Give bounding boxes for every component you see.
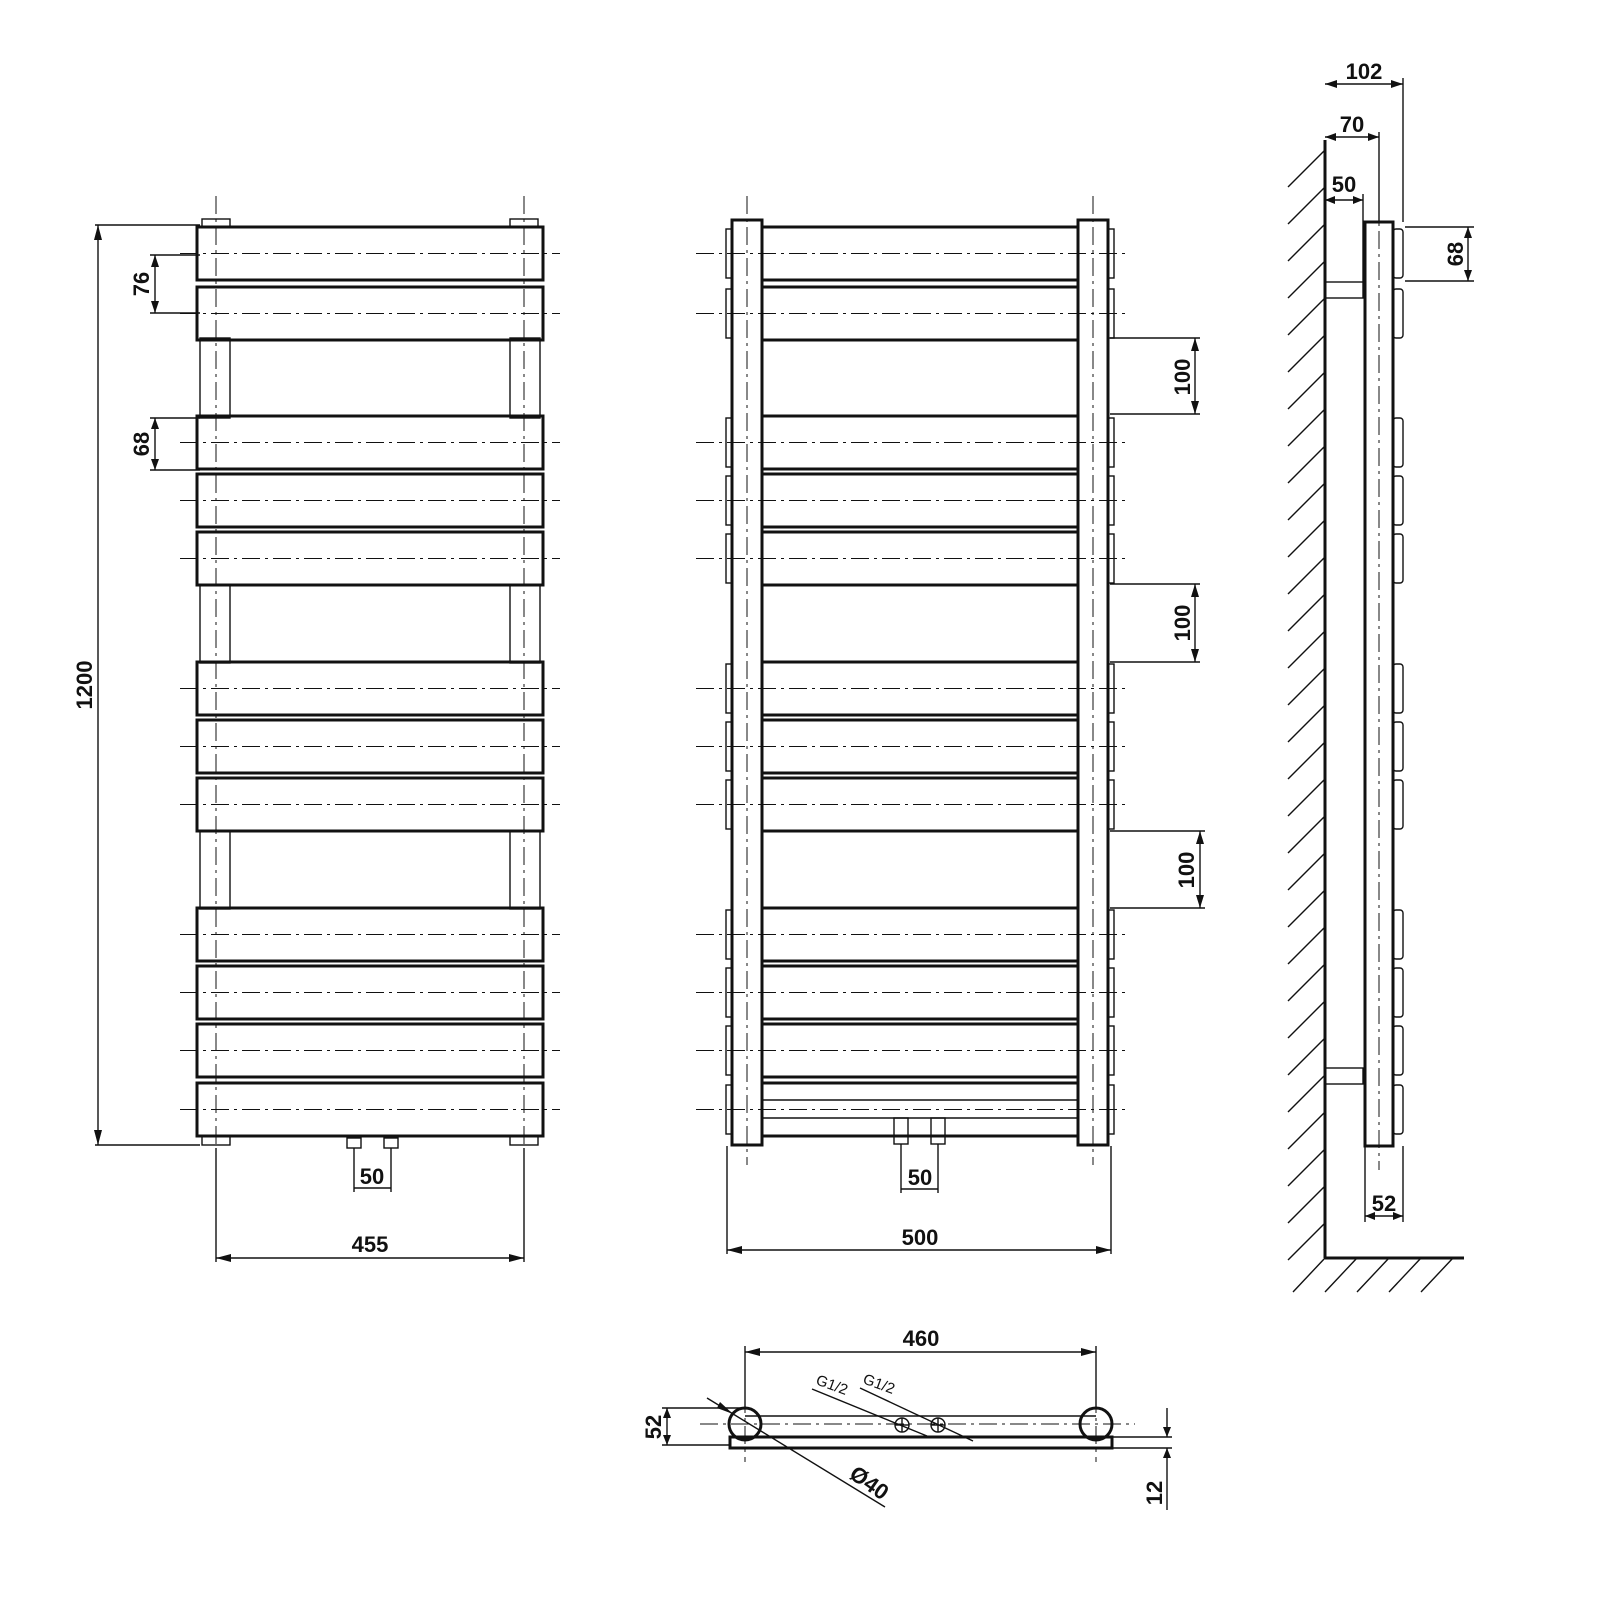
dim-depth-70: 70 — [1340, 112, 1364, 137]
wall-hatch-line — [1287, 630, 1326, 669]
wall-hatching — [1287, 149, 1326, 1261]
wall-hatch-line — [1287, 704, 1326, 743]
side-bar-profile — [1392, 1084, 1404, 1135]
wall-hatch-line — [1287, 186, 1326, 225]
side-bar-profile — [1392, 417, 1404, 468]
dim-total-depth: 102 — [1346, 59, 1383, 84]
front-post-right — [509, 337, 541, 419]
thread-label-2: G1/2 — [861, 1371, 897, 1398]
dim-side-bottom: 52 — [1372, 1191, 1396, 1216]
dim-top-height: 52 — [641, 1415, 666, 1439]
wall-hatch-line — [1287, 482, 1326, 521]
side-bar-profile — [1392, 475, 1404, 526]
top-dimensions: 460 G1/2 G1/2 52 Ø40 12 — [641, 1326, 1172, 1510]
wall-hatch-line — [1287, 778, 1326, 817]
side-bar-profile — [1392, 1025, 1404, 1076]
wall-hatch-line — [1287, 926, 1326, 965]
front-bars — [180, 225, 560, 1138]
wall-hatch-line — [1287, 260, 1326, 299]
floor-hatch-line — [1292, 1257, 1326, 1293]
front-post-right — [509, 584, 541, 664]
dim-overall-height: 1200 — [72, 661, 97, 710]
side-bar-profile — [1392, 779, 1404, 830]
side-bar-profile — [1392, 721, 1404, 772]
floor-hatch-line — [1420, 1257, 1454, 1293]
front-vertical-posts — [199, 196, 541, 1160]
front-post-right — [509, 830, 541, 910]
side-bar-profile — [1392, 533, 1404, 584]
dim-tube-diameter: Ø40 — [845, 1461, 893, 1505]
wall-hatch-line — [1287, 963, 1326, 1002]
wall-hatch-line — [1287, 852, 1326, 891]
dim-group-gap-3: 100 — [1174, 852, 1199, 889]
side-bar-profile — [1392, 663, 1404, 714]
wall-hatch-line — [1287, 1074, 1326, 1113]
front-post-left — [199, 584, 231, 664]
dim-bar-pitch: 76 — [129, 272, 154, 296]
dim-front-width: 455 — [352, 1232, 389, 1257]
dim-panel-thickness: 12 — [1142, 1481, 1167, 1505]
front-post-left — [199, 830, 231, 910]
side-bar-profile — [1392, 967, 1404, 1018]
wall-hatch-line — [1287, 445, 1326, 484]
side-bar-profile — [1392, 228, 1404, 279]
dim-rear-connection-spacing: 50 — [908, 1165, 932, 1190]
wall-hatch-line — [1287, 408, 1326, 447]
floor-hatch-line — [1356, 1257, 1390, 1293]
dim-bar-height: 68 — [129, 432, 154, 456]
top-view: 460 G1/2 G1/2 52 Ø40 12 — [641, 1326, 1172, 1510]
wall-hatch-line — [1287, 593, 1326, 632]
wall-hatch-line — [1287, 667, 1326, 706]
side-bar-profiles — [1392, 228, 1404, 1135]
wall-hatch-line — [1287, 1222, 1326, 1261]
wall-hatch-line — [1287, 1111, 1326, 1150]
wall-hatch-line — [1287, 297, 1326, 336]
floor-hatching — [1292, 1257, 1454, 1293]
wall-hatch-line — [1287, 741, 1326, 780]
side-bar-profile — [1392, 909, 1404, 960]
front-post-left — [199, 337, 231, 419]
rear-view: 100 100 100 50 — [696, 196, 1205, 1254]
dim-top-width: 460 — [903, 1326, 940, 1351]
side-dimensions: 102 70 50 68 52 — [1325, 59, 1474, 1222]
dim-front-connection-spacing: 50 — [360, 1164, 384, 1189]
floor-hatch-line — [1324, 1257, 1358, 1293]
wall-hatch-line — [1287, 334, 1326, 373]
dim-rear-width: 500 — [902, 1225, 939, 1250]
rear-dimensions: 100 100 100 50 — [726, 337, 1205, 1254]
wall-hatch-line — [1287, 1037, 1326, 1076]
wall-hatch-line — [1287, 1000, 1326, 1039]
side-view: 102 70 50 68 52 — [1287, 59, 1474, 1293]
floor-hatch-line — [1388, 1257, 1422, 1293]
wall-hatch-line — [1287, 556, 1326, 595]
dim-group-gap-2: 100 — [1170, 605, 1195, 642]
dim-depth-50: 50 — [1332, 172, 1356, 197]
wall-hatch-line — [1287, 1148, 1326, 1187]
wall-hatch-line — [1287, 889, 1326, 928]
wall-hatch-line — [1287, 519, 1326, 558]
rear-bars — [696, 225, 1126, 1138]
dim-group-gap-1: 100 — [1170, 359, 1195, 396]
wall-hatch-line — [1287, 149, 1326, 188]
wall-hatch-line — [1287, 1185, 1326, 1224]
thread-label-1: G1/2 — [814, 1372, 850, 1399]
wall-hatch-line — [1287, 371, 1326, 410]
front-dimensions: 1200 76 68 50 — [72, 224, 525, 1262]
side-bar-profile — [1392, 288, 1404, 339]
wall-hatch-line — [1287, 223, 1326, 262]
dim-side-bar-height: 68 — [1443, 242, 1468, 266]
front-view: 1200 76 68 50 — [72, 196, 560, 1262]
wall-hatch-line — [1287, 815, 1326, 854]
